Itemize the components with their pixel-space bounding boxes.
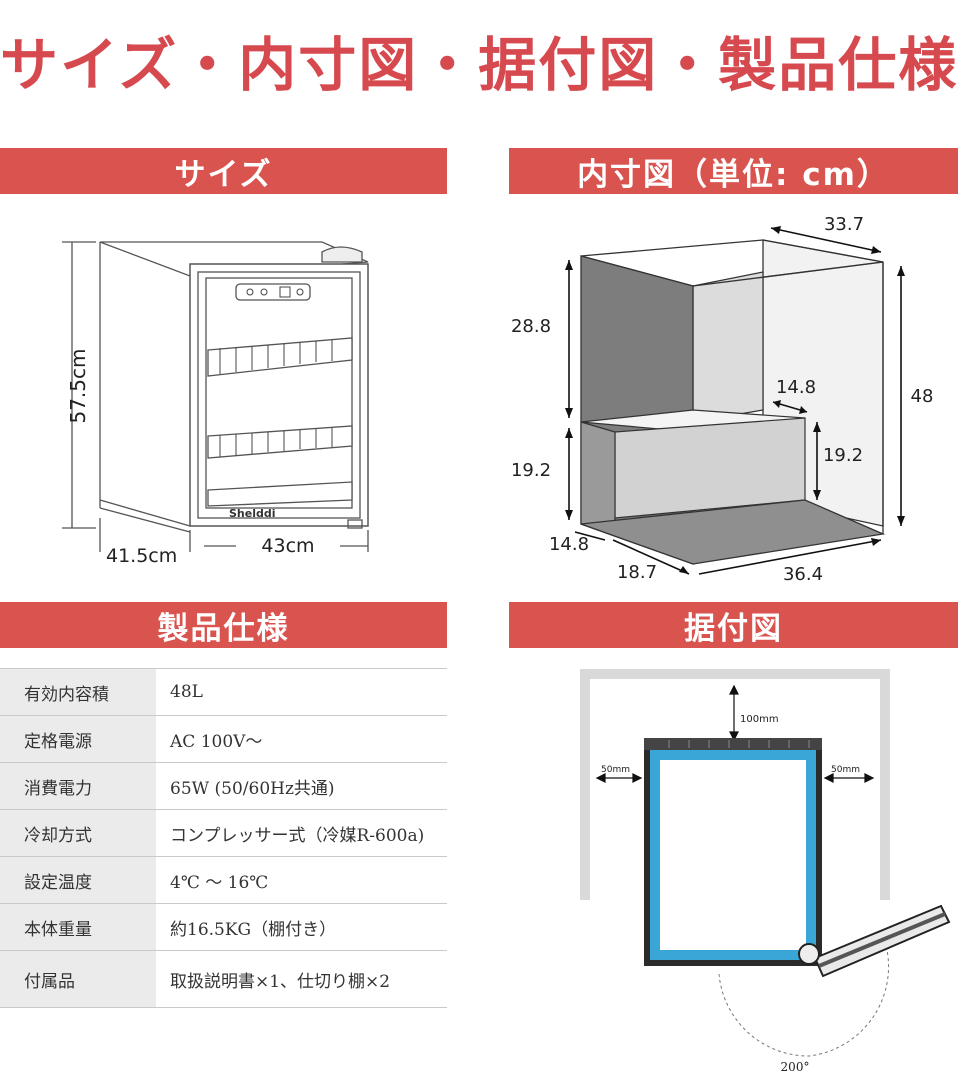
step-depth-label: 14.8 <box>776 377 816 398</box>
spec-value: 65W (50/60Hz共通) <box>156 762 447 810</box>
installation-figure: 100mm 50mm 50mm 200° <box>509 660 958 1080</box>
height-label: 57.5cm <box>66 348 90 423</box>
size-figure: Shelddi 57.5cm 41.5cm 43cm <box>0 200 447 595</box>
spec-value: 取扱説明書×1、仕切り棚×2 <box>156 950 447 1008</box>
total-height-label: 48 <box>911 386 934 407</box>
lower-height-left-label: 19.2 <box>511 460 551 481</box>
right-clearance-label: 50mm <box>831 765 860 775</box>
spec-label: 消費電力 <box>0 762 156 810</box>
spec-label: 有効内容積 <box>0 668 156 716</box>
page-title: サイズ・内寸図・据付図・製品仕様 <box>0 31 958 99</box>
table-row: 本体重量約16.5KG（棚付き） <box>0 903 447 951</box>
table-row: 付属品取扱説明書×1、仕切り棚×2 <box>0 950 447 1008</box>
spec-label: 付属品 <box>0 950 156 1008</box>
spec-value: AC 100V〜 <box>156 715 447 763</box>
spec-value: コンプレッサー式（冷媒R-600a) <box>156 809 447 857</box>
spec-value: 4℃ 〜 16℃ <box>156 856 447 904</box>
lower-height-right-label: 19.2 <box>823 445 863 466</box>
table-row: 冷却方式コンプレッサー式（冷媒R-600a) <box>0 809 447 857</box>
left-clearance-label: 50mm <box>601 765 630 775</box>
bottom-depth-label: 18.7 <box>617 562 657 583</box>
upper-height-label: 28.8 <box>511 316 551 337</box>
spec-label: 設定温度 <box>0 856 156 904</box>
width-label: 43cm <box>261 535 314 557</box>
inner-dimension-figure: 33.7 28.8 48 14.8 19.2 19.2 14.8 18.7 36… <box>509 200 958 595</box>
bottom-width-label: 36.4 <box>783 564 823 585</box>
brand-logo: Shelddi <box>229 507 276 520</box>
section-header-spec: 製品仕様 <box>0 602 447 648</box>
spec-label: 冷却方式 <box>0 809 156 857</box>
door-angle-label: 200° <box>781 1060 810 1074</box>
top-depth-label: 33.7 <box>824 214 864 235</box>
spec-value: 約16.5KG（棚付き） <box>156 903 447 951</box>
section-header-install: 据付図 <box>509 602 958 648</box>
top-clearance-label: 100mm <box>740 714 779 725</box>
bottom-step-label: 14.8 <box>549 534 589 555</box>
spec-value: 48L <box>156 668 447 716</box>
depth-label: 41.5cm <box>106 545 177 567</box>
spec-label: 定格電源 <box>0 715 156 763</box>
section-header-inner-dimensions: 内寸図（単位: cm） <box>509 148 958 194</box>
section-header-size: サイズ <box>0 148 447 194</box>
spec-label: 本体重量 <box>0 903 156 951</box>
